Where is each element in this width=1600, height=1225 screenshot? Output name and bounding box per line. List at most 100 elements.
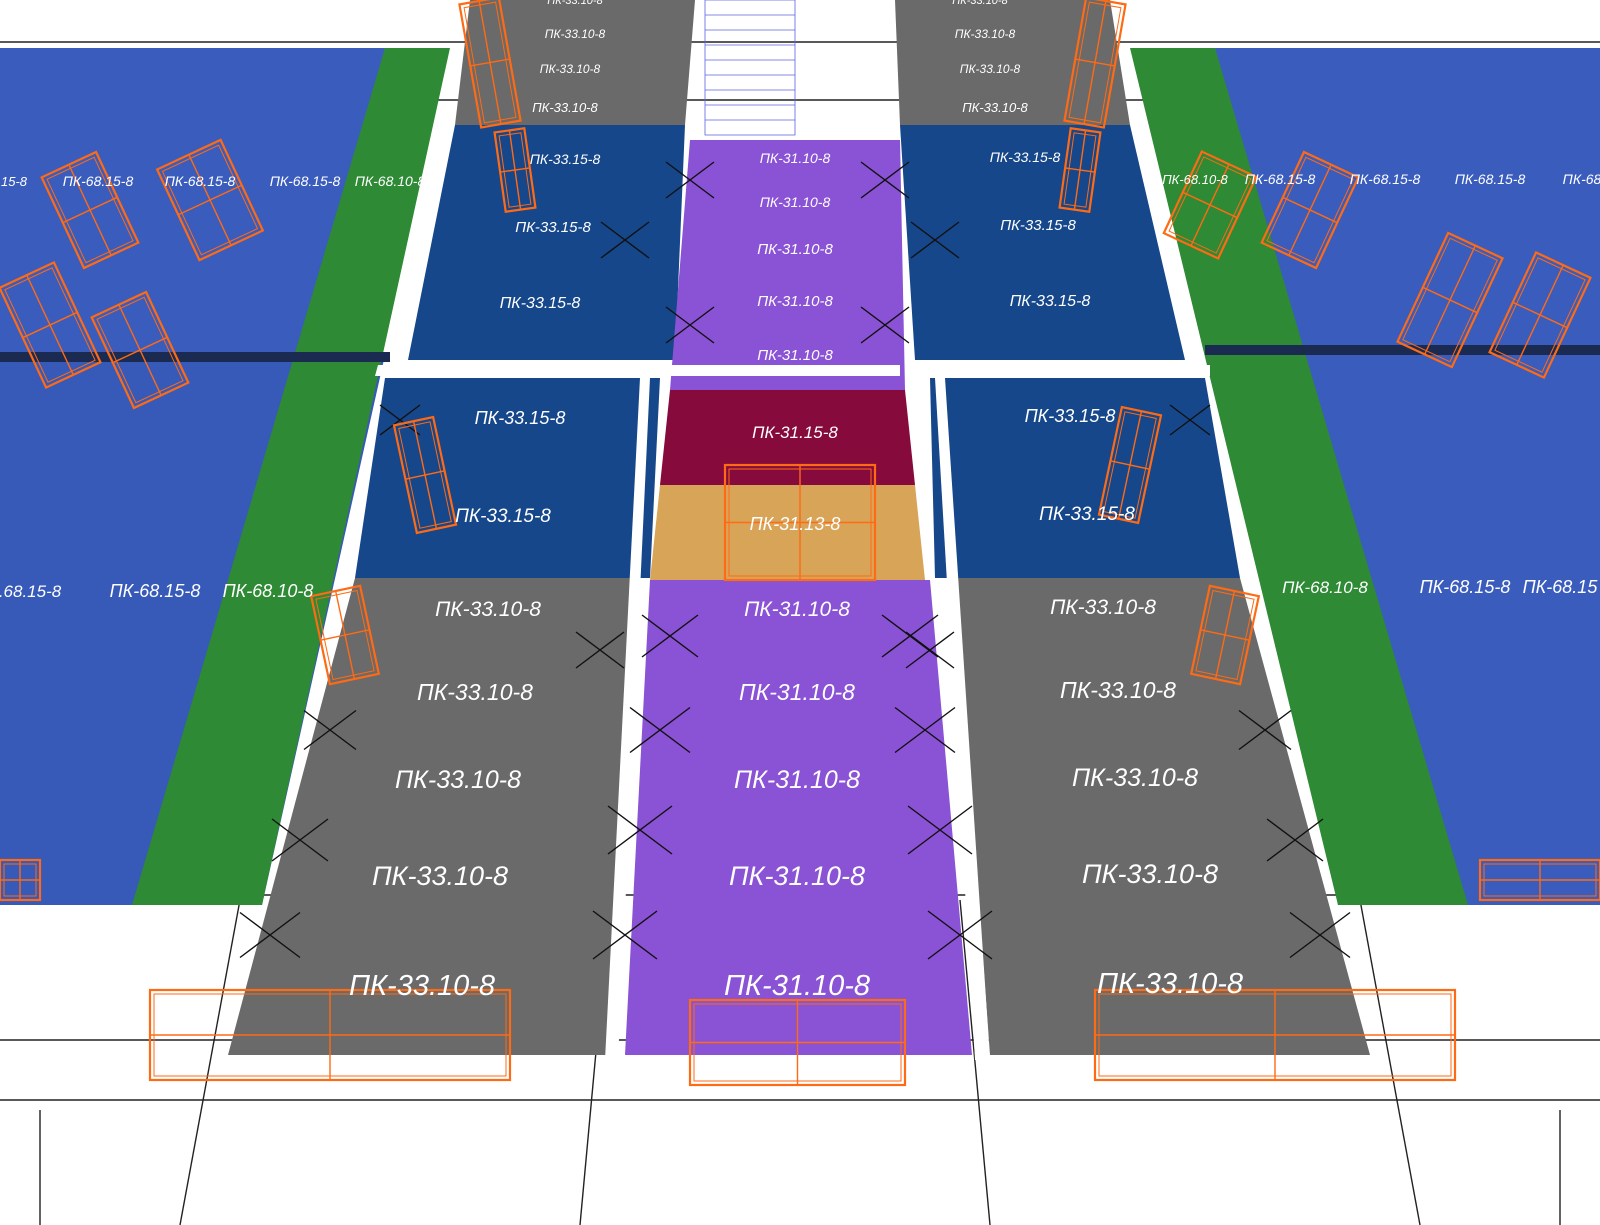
window-frame (392, 415, 458, 535)
panel-label-lower-left-gray: ПК-33.10-8 (435, 598, 541, 621)
window-frame (1097, 405, 1163, 525)
cross-mark (271, 818, 329, 862)
cross-mark (665, 306, 715, 344)
cross-mark (881, 614, 939, 658)
panel-label-lower-left-blue: ПК-33.15-8 (455, 506, 551, 527)
window-frame (1260, 150, 1360, 270)
panel-label-center-upper: ПК-31.10-8 (757, 347, 833, 364)
window-frame (688, 998, 907, 1087)
panel-label-center-middle: ПК-31.15-8 (752, 423, 838, 442)
panel-label-center-upper: ПК-31.10-8 (760, 194, 831, 210)
panel-label-upper-left: ПК-33.15-8 (500, 295, 581, 312)
far-right-green-strip (1130, 48, 1468, 905)
panel-label-lower-right-gray: ПК-33.10-8 (1097, 968, 1243, 1000)
panel-label-top-left: ПК-33.10-8 (547, 0, 603, 7)
window-frames (0, 0, 1600, 1087)
panel-label-far-left-lower: ПК-68.10-8 (223, 581, 314, 601)
panel-label-top-right: ПК-33.10-8 (952, 0, 1008, 7)
grid-line (179, 899, 241, 1225)
panel-label-top-right: ПК-33.10-8 (955, 27, 1016, 41)
panel-label-center-middle: ПК-31.13-8 (750, 514, 841, 534)
cross-mark (239, 911, 301, 959)
panel-label-far-right-upper: ПК-68.15-8 (1455, 171, 1526, 187)
cross-mark (592, 910, 658, 960)
panel-label-lower-right-blue: ПК-33.15-8 (1025, 406, 1116, 426)
panel-label-top-right: ПК-33.10-8 (960, 62, 1021, 76)
panel-label-far-right-upper: ПК-68.10-8 (1162, 172, 1228, 187)
window-frame (1162, 150, 1258, 260)
far-left-green-strip (132, 48, 450, 905)
panel-label-upper-right: ПК-33.15-8 (1010, 293, 1091, 310)
panel-label-lower-right-gray: ПК-33.10-8 (1082, 859, 1218, 889)
panel-label-lower-right-gray: ПК-33.10-8 (1060, 677, 1176, 703)
panel-label-lower-right-gray: ПК-33.10-8 (1050, 596, 1156, 619)
panel-label-top-left: ПК-33.10-8 (545, 27, 606, 41)
window-frame (155, 138, 265, 262)
panel-label-top-right: ПК-33.10-8 (962, 100, 1028, 115)
far-left-slab-joint (0, 352, 390, 362)
panel-label-far-right-lower: ПК-68.15-8 (1420, 577, 1511, 597)
grid-line (1359, 899, 1421, 1225)
panel-label-lower-right-gray: ПК-33.10-8 (1072, 764, 1198, 792)
panel-label-far-right-lower: ПК-68.15 (1523, 577, 1599, 597)
window-frame (90, 290, 190, 410)
window-frame (0, 261, 102, 389)
panel-label-lower-left-gray: ПК-33.10-8 (417, 679, 533, 705)
panel-label-far-right-upper: ПК-68.15-8 (1245, 171, 1316, 187)
center-lower-purple-slab (625, 580, 972, 1055)
wall-strips (375, 365, 1210, 1060)
center-upper-purple-slab (670, 140, 905, 390)
window-frame (493, 127, 537, 213)
panel-label-top-left: ПК-33.10-8 (532, 100, 598, 115)
support-cross-marks (239, 161, 1351, 960)
panel-label-center-lower: ПК-31.10-8 (744, 598, 850, 621)
panel-label-upper-right: ПК-33.15-8 (990, 149, 1061, 165)
cross-mark (607, 805, 673, 855)
cross-mark (1266, 818, 1324, 862)
cross-mark (379, 404, 421, 436)
panel-label-far-right-upper: ПК-68.15-8 (1350, 171, 1421, 187)
cross-mark (665, 161, 715, 199)
panel-labels: ПК-33.10-8ПК-33.10-8ПК-33.10-8ПК-33.10-8… (0, 0, 1600, 1002)
panel-label-lower-left-blue: ПК-33.15-8 (475, 408, 566, 428)
cross-mark (927, 910, 993, 960)
window-frame (723, 463, 877, 582)
panel-label-far-left-upper: ПК-68.15-8 (63, 173, 134, 189)
panel-label-far-left-upper: ПК-68.10-8 (355, 173, 426, 189)
panel-label-far-left-upper: 15-8 (1, 174, 28, 189)
window-frame (0, 858, 42, 902)
cross-mark (907, 805, 973, 855)
window-frame (309, 584, 381, 686)
panel-label-upper-left: ПК-33.15-8 (530, 151, 601, 167)
cross-mark (860, 161, 910, 199)
cross-mark (629, 706, 691, 754)
grid-line (959, 899, 991, 1225)
cross-mark (600, 221, 650, 259)
lower-right-gray-slab (955, 578, 1370, 1055)
cross-mark (1289, 911, 1351, 959)
panel-label-lower-left-gray: ПК-33.10-8 (395, 766, 521, 794)
stair-outline (704, 0, 796, 136)
lower-left-gray-slab (228, 578, 640, 1055)
panel-label-far-right-upper: ПК-68 (1563, 171, 1600, 187)
panel-label-center-lower: ПК-31.10-8 (734, 766, 860, 794)
panel-label-center-lower: ПК-31.10-8 (739, 679, 855, 705)
cross-mark (641, 614, 699, 658)
cross-mark (1169, 404, 1211, 436)
panel-label-far-left-upper: ПК-68.15-8 (165, 173, 236, 189)
window-frame (1093, 988, 1457, 1082)
panel-label-far-left-lower: .68.15-8 (0, 582, 62, 601)
cross-mark (894, 706, 956, 754)
top-right-gray-slab (895, 0, 1130, 125)
panel-label-lower-right-blue: ПК-33.15-8 (1039, 504, 1135, 525)
panel-label-center-upper: ПК-31.10-8 (757, 293, 833, 310)
center-crimson-slab (660, 390, 915, 485)
cross-mark (1238, 709, 1292, 751)
center-tan-slab (650, 485, 925, 580)
panel-label-center-upper: ПК-31.10-8 (760, 150, 831, 166)
window-frame (458, 0, 522, 129)
cross-mark (575, 631, 625, 669)
cross-mark (303, 709, 357, 751)
cross-mark (860, 306, 910, 344)
